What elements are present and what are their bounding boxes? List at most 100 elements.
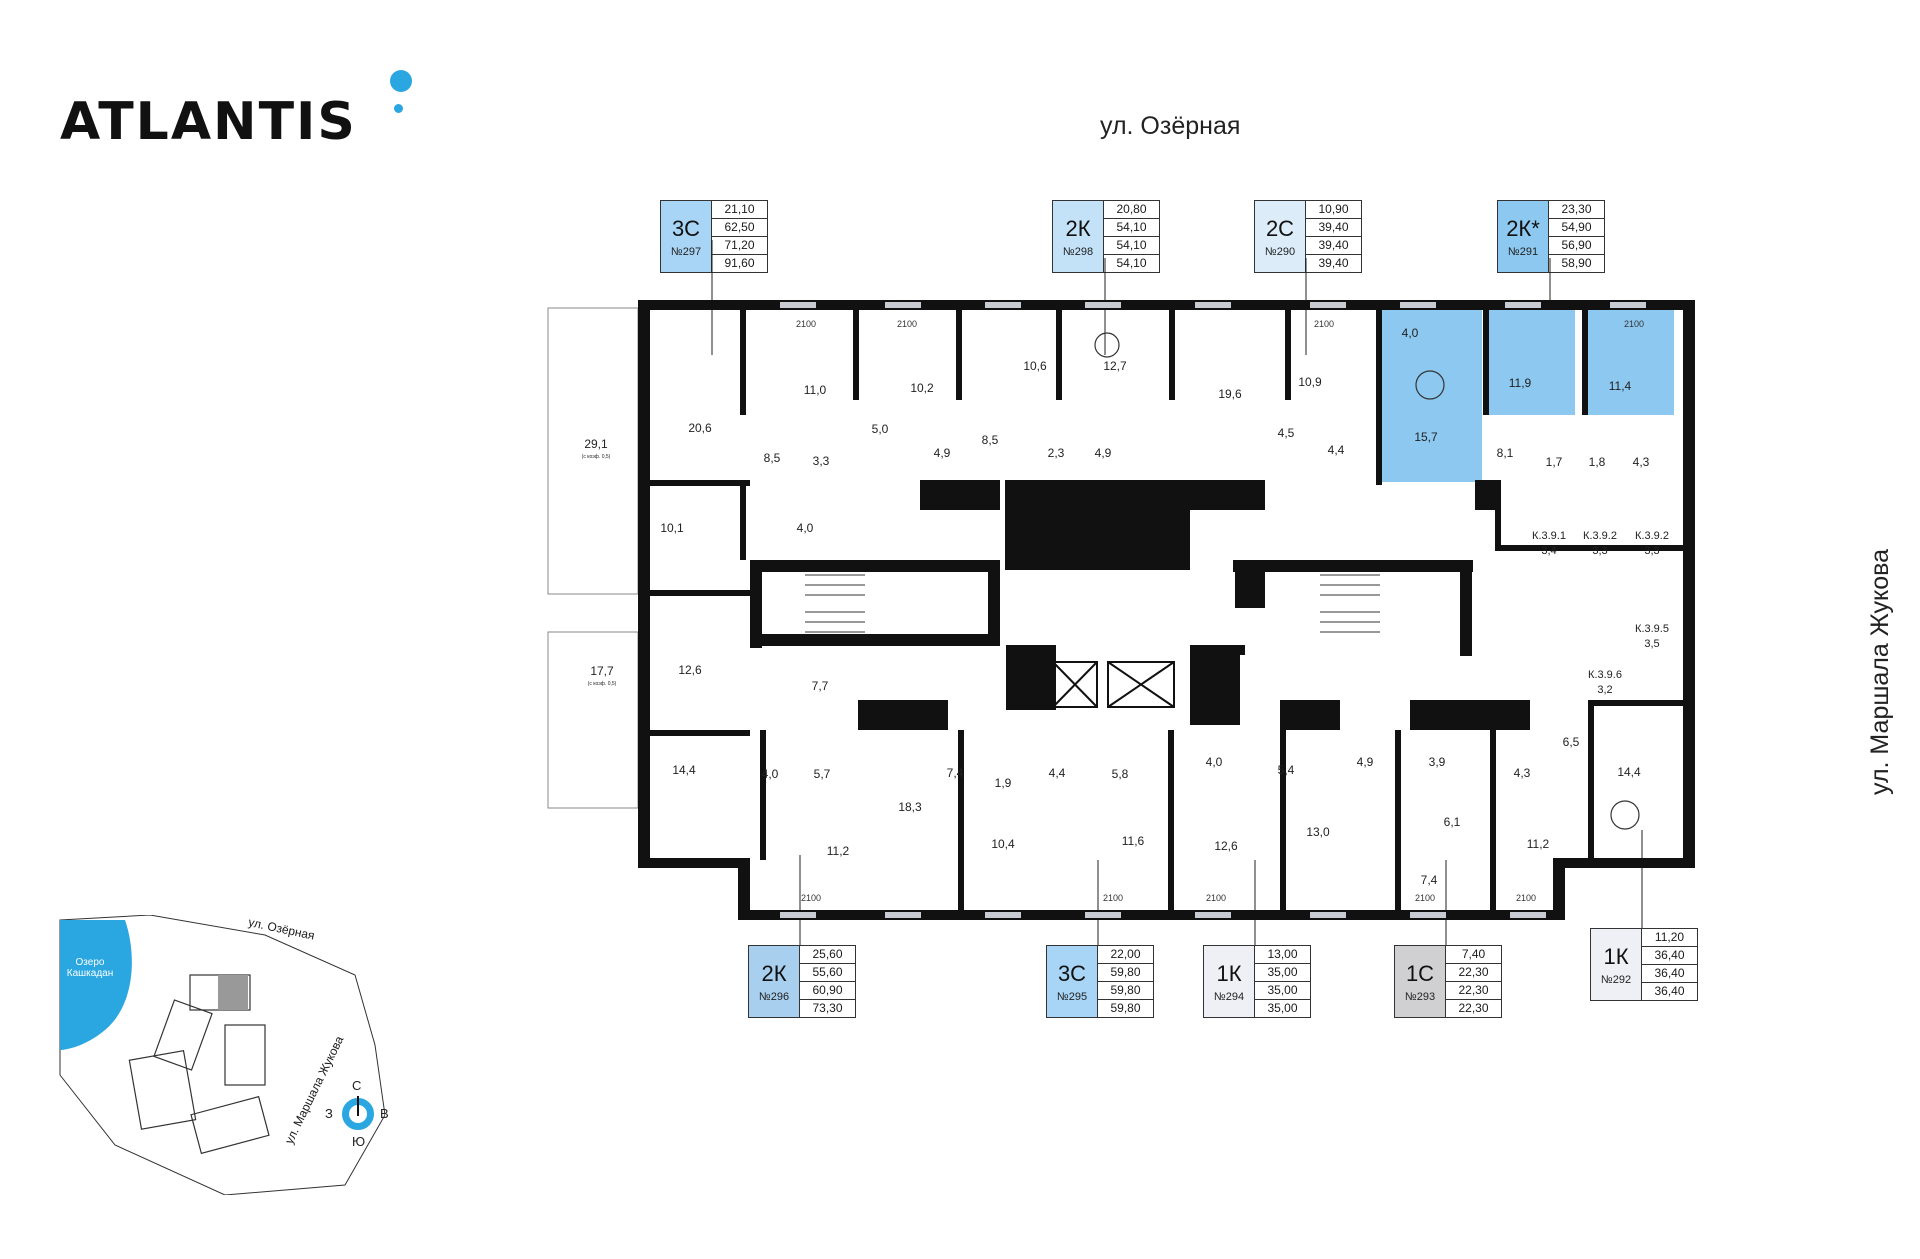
storage-area: 3,5 xyxy=(1644,638,1660,650)
area-value: 62,50 xyxy=(712,219,767,237)
room-area: 4,0 xyxy=(761,767,779,781)
room-area: 5,8 xyxy=(1111,767,1129,781)
room-area: 1,8 xyxy=(1588,455,1606,469)
room-area: 19,6 xyxy=(1218,387,1242,401)
apartment-number: №292 xyxy=(1600,973,1632,986)
apartment-type: 3С xyxy=(671,215,701,241)
room-area: 3,3 xyxy=(812,454,830,468)
area-value: 55,60 xyxy=(800,964,855,982)
storage-code: К.3.9.6 xyxy=(1588,669,1622,681)
room-area: 3,9 xyxy=(1428,755,1446,769)
room-area: 11,6 xyxy=(1121,834,1145,848)
room-area: 5,7 xyxy=(813,767,831,781)
brand-dot-small-icon xyxy=(394,104,403,113)
room-area: 7,7 xyxy=(811,679,829,693)
room-area: 15,7 xyxy=(1414,430,1438,444)
area-value: 91,60 xyxy=(724,256,755,270)
area-value: 21,10 xyxy=(712,201,767,219)
apartment-number: №290 xyxy=(1264,245,1296,258)
area-value: 39,40 xyxy=(1318,256,1349,270)
apartment-number: №291 xyxy=(1507,245,1539,258)
area-value: 22,30 xyxy=(1446,982,1501,1000)
balcony-area: 29,1 xyxy=(584,437,608,451)
apartment-number: №297 xyxy=(670,245,702,258)
window-label: 2100 xyxy=(800,893,822,903)
window-label: 2100 xyxy=(1102,893,1124,903)
area-value: 7,40 xyxy=(1446,946,1501,964)
area-value: 22,30 xyxy=(1458,1001,1489,1015)
area-value: 54,10 xyxy=(1116,256,1147,270)
area-value: 35,00 xyxy=(1255,964,1310,982)
area-value: 36,40 xyxy=(1642,965,1697,983)
room-area: 12,7 xyxy=(1103,359,1127,373)
area-value: 23,30 xyxy=(1549,201,1604,219)
room-area: 14,4 xyxy=(1617,765,1641,779)
room-area: 4,5 xyxy=(1277,426,1295,440)
storage-area: 3,3 xyxy=(1644,545,1660,557)
apartment-type: 1С xyxy=(1405,960,1435,986)
storage-code: К.3.9.5 xyxy=(1635,623,1669,635)
room-area: 7,4 xyxy=(1420,873,1438,887)
room-area: 12,6 xyxy=(1214,839,1238,853)
room-area: 11,4 xyxy=(1608,379,1632,393)
storage-area: 3,2 xyxy=(1597,684,1613,696)
room-area: 12,6 xyxy=(678,663,702,677)
room-area: 8,5 xyxy=(763,451,781,465)
room-area: 4,0 xyxy=(1205,755,1223,769)
room-area: 4,9 xyxy=(933,446,951,460)
room-area: 1,9 xyxy=(994,776,1012,790)
window-label: 2100 xyxy=(1313,319,1335,329)
room-area: 10,9 xyxy=(1298,375,1322,389)
room-area: 7,4 xyxy=(946,766,964,780)
area-value: 25,60 xyxy=(800,946,855,964)
room-area: 10,6 xyxy=(1023,359,1047,373)
compass-north: С xyxy=(352,1078,362,1093)
room-area: 11,2 xyxy=(1526,837,1550,851)
room-area: 4,3 xyxy=(1632,455,1650,469)
balcony-area: 17,7 xyxy=(590,664,614,678)
room-area: 13,0 xyxy=(1306,825,1330,839)
brand-logo: ATLANTIS xyxy=(60,92,357,152)
room-area: 4,4 xyxy=(1048,766,1066,780)
room-area: 8,1 xyxy=(1496,446,1514,460)
apartment-type: 2К xyxy=(1065,215,1091,241)
room-area: 18,3 xyxy=(898,800,922,814)
apartment-number: №294 xyxy=(1213,990,1245,1003)
window-label: 2100 xyxy=(1515,893,1537,903)
area-value: 36,40 xyxy=(1654,984,1685,998)
area-value: 10,90 xyxy=(1306,201,1361,219)
area-value: 59,80 xyxy=(1098,964,1153,982)
minimap-lake-label: Озеро Кашкадан xyxy=(66,957,114,979)
apartment-number: №298 xyxy=(1062,245,1094,258)
area-value: 35,00 xyxy=(1267,1001,1298,1015)
area-value: 22,00 xyxy=(1098,946,1153,964)
room-area: 5,4 xyxy=(1277,763,1295,777)
window-label: 2100 xyxy=(1414,893,1436,903)
room-area: 4,4 xyxy=(1327,443,1345,457)
apartment-type: 2К xyxy=(761,960,787,986)
area-value: 20,80 xyxy=(1104,201,1159,219)
room-area: 11,2 xyxy=(826,844,850,858)
area-value: 39,40 xyxy=(1306,237,1361,255)
apartment-number: №296 xyxy=(758,990,790,1003)
apartment-number: №293 xyxy=(1404,990,1436,1003)
storage-code: К.3.9.1 xyxy=(1532,530,1566,542)
storage-code: К.3.9.2 xyxy=(1635,530,1669,542)
room-area: 2,3 xyxy=(1047,446,1065,460)
apartment-type: 3С xyxy=(1057,960,1087,986)
apartment-type: 1К xyxy=(1216,960,1242,986)
room-area: 1,7 xyxy=(1545,455,1563,469)
area-value: 59,80 xyxy=(1098,982,1153,1000)
room-area: 4,0 xyxy=(796,521,814,535)
area-value: 22,30 xyxy=(1446,964,1501,982)
